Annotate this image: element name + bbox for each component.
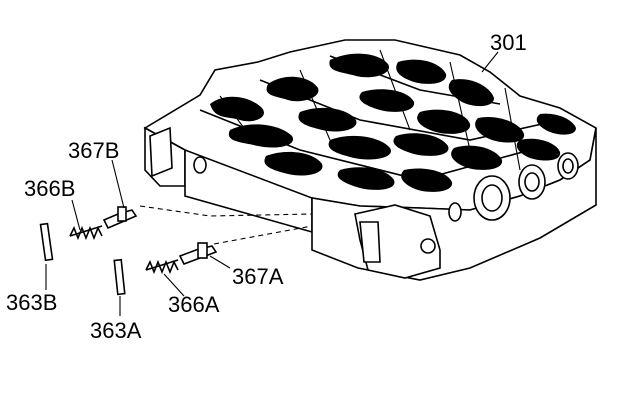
- leader-366b: [71, 199, 81, 231]
- valve-367b: [102, 206, 138, 230]
- pin-363a: [113, 258, 126, 296]
- leader-367a: [209, 255, 231, 269]
- callout-363b: 363B: [6, 290, 57, 315]
- alignment-line-b: [139, 205, 313, 217]
- callout-301: 301: [490, 30, 527, 55]
- callout-363a: 363A: [90, 318, 142, 343]
- callout-367a: 367A: [232, 264, 284, 289]
- valve-body-301: [143, 39, 597, 281]
- leader-366a: [163, 273, 185, 297]
- valve-367a: [178, 242, 218, 266]
- callout-367b: 367B: [68, 138, 119, 163]
- callout-366a: 366A: [168, 292, 220, 317]
- leader-367b: [111, 159, 125, 209]
- alignment-line-a: [213, 225, 313, 245]
- spring-366a: [145, 259, 179, 275]
- spring-366b: [69, 225, 103, 241]
- callout-366b: 366B: [24, 176, 75, 201]
- pin-363b: [39, 222, 54, 262]
- leader-301: [481, 51, 499, 73]
